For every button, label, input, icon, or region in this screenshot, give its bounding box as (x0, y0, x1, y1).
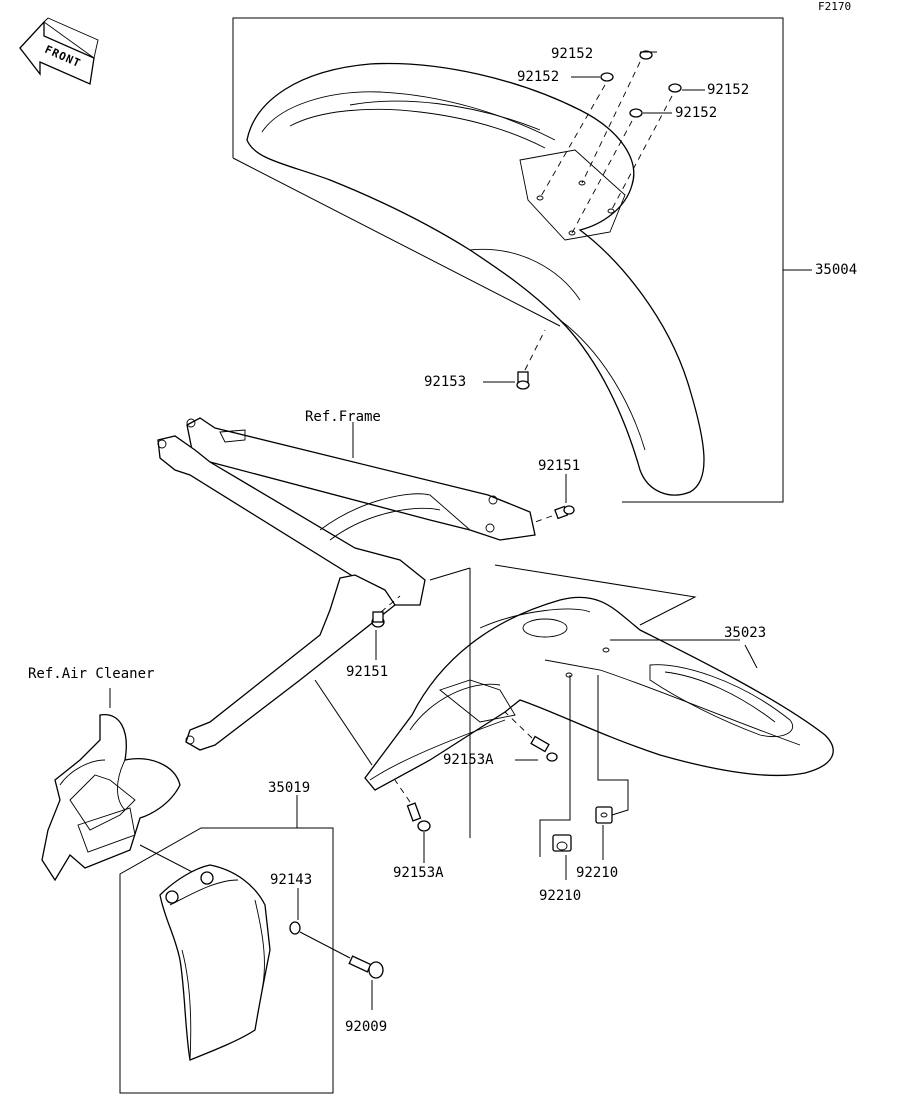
bolt-92151-upper[interactable] (554, 505, 575, 520)
label-92152-a: 92152 (551, 46, 593, 62)
washer-92143[interactable] (289, 921, 301, 935)
label-92153a-right: 92153A (443, 752, 494, 768)
label-92009: 92009 (345, 1019, 387, 1035)
label-35019: 35019 (268, 780, 310, 796)
bolt-92153a-right[interactable] (530, 735, 558, 762)
mud-flap-group: 35019 92143 92009 (119, 780, 387, 1094)
front-arrow-icon: FRONT (19, 17, 99, 85)
diagram-id: F2170 (818, 0, 851, 13)
front-fender-group: 92152 92152 92152 92152 35004 92153 (232, 17, 857, 503)
washer-92152-d[interactable] (629, 108, 643, 118)
nut-92210-right[interactable] (595, 806, 613, 824)
label-92143: 92143 (270, 872, 312, 888)
air-cleaner-ref: Ref.Air Cleaner (28, 666, 181, 882)
label-92210-left: 92210 (539, 888, 581, 904)
label-92152-d: 92152 (675, 105, 717, 121)
label-92151-upper: 92151 (538, 458, 580, 474)
nut-92210-left[interactable] (552, 834, 572, 852)
label-92152-c: 92152 (707, 82, 749, 98)
screw-92009[interactable] (348, 955, 384, 979)
rear-fender[interactable] (364, 596, 834, 791)
label-92153: 92153 (424, 374, 466, 390)
label-92152-b: 92152 (517, 69, 559, 85)
washer-92152-c[interactable] (668, 83, 682, 93)
ref-air-cleaner-label: Ref.Air Cleaner (28, 666, 154, 682)
front-fender[interactable] (246, 62, 705, 496)
washer-92152-b[interactable] (600, 72, 614, 82)
label-92153a-lower: 92153A (393, 865, 444, 881)
bolt-92153a-lower[interactable] (406, 802, 431, 832)
ref-frame-label: Ref.Frame (305, 409, 381, 425)
label-35004: 35004 (815, 262, 857, 278)
mud-flap[interactable] (159, 864, 271, 1061)
label-92151-lower: 92151 (346, 664, 388, 680)
washer-92152-a[interactable] (639, 50, 653, 60)
label-35023: 35023 (724, 625, 766, 641)
label-92210-right: 92210 (576, 865, 618, 881)
bolt-92151-lower[interactable] (371, 611, 385, 628)
subframe: Ref.Frame (157, 409, 536, 751)
rear-fender-group: 35023 92153A 92153A 92210 (314, 564, 834, 904)
bolt-92153[interactable] (516, 371, 530, 390)
